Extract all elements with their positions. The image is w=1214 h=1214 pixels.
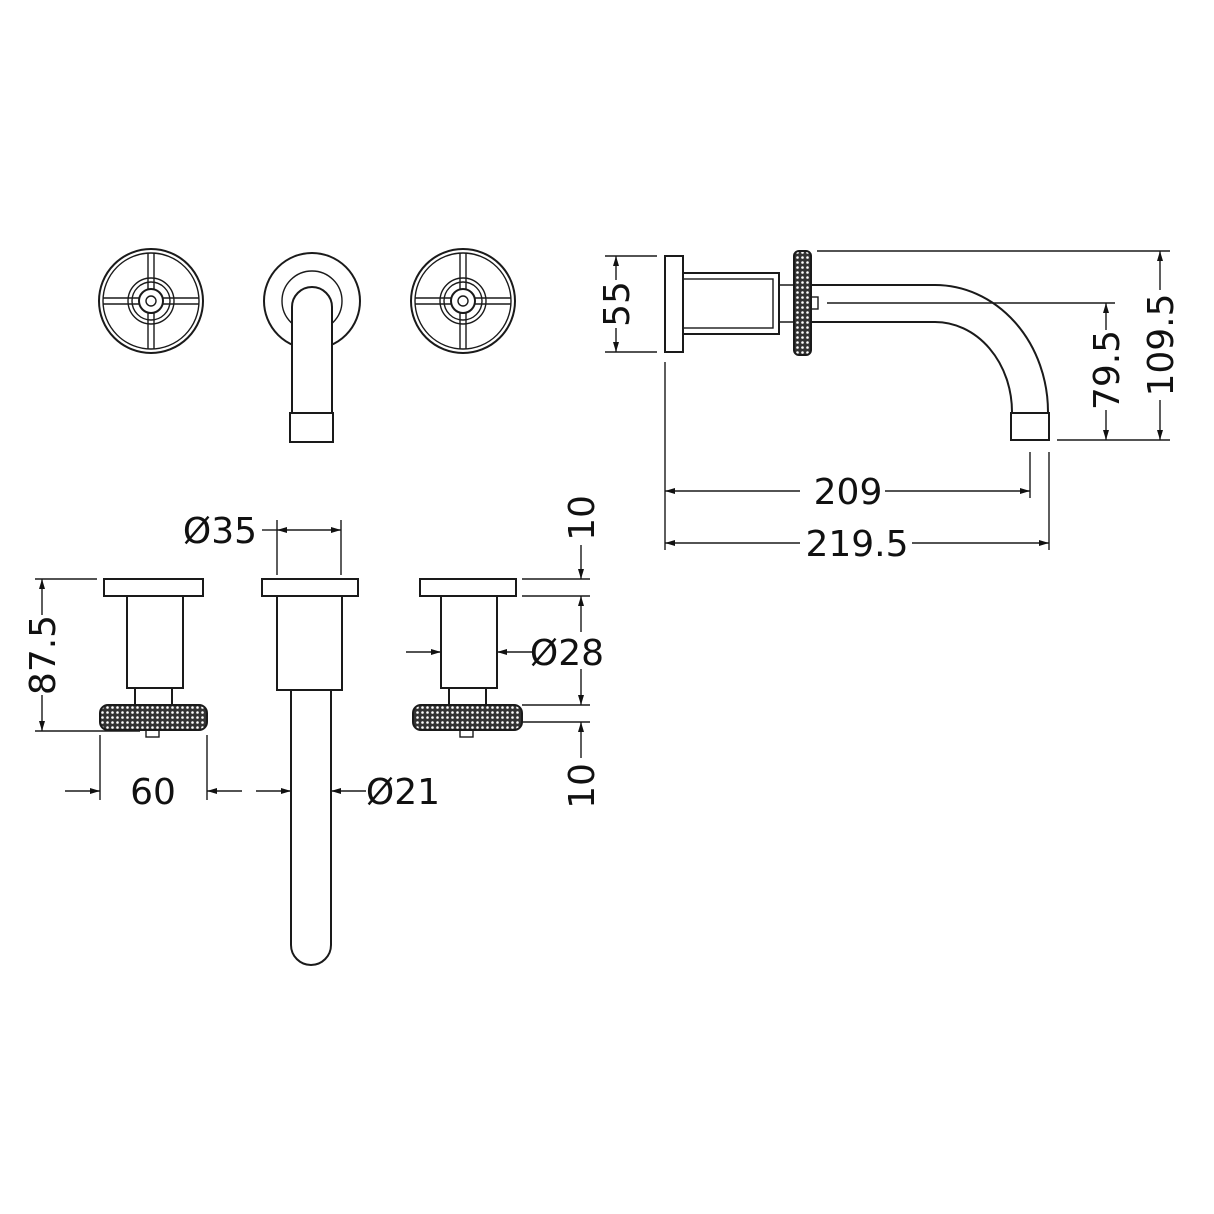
front-left-handle [98, 248, 204, 354]
plan-left-handle [99, 578, 208, 738]
dim-dia-28: Ø28 [530, 633, 604, 674]
dim-10-bottom: 10 [562, 763, 603, 809]
front-spout [263, 252, 361, 443]
plan-right-handle [412, 578, 523, 738]
dim-dia-35: Ø35 [183, 511, 257, 552]
plan-dimensions [35, 520, 590, 800]
dim-209: 209 [814, 472, 883, 513]
front-right-handle [410, 248, 516, 354]
dim-87-5: 87.5 [23, 615, 64, 695]
side-dimensions [605, 250, 1170, 550]
dim-79-5: 79.5 [1087, 330, 1128, 410]
dim-219-5: 219.5 [805, 524, 908, 565]
dim-10-top: 10 [562, 495, 603, 541]
dim-60: 60 [130, 772, 176, 813]
dim-dia-21: Ø21 [366, 772, 440, 813]
side-view-tap [664, 250, 1050, 441]
plan-spout [261, 578, 359, 966]
dim-109-5: 109.5 [1141, 293, 1182, 396]
dim-55: 55 [597, 281, 638, 327]
